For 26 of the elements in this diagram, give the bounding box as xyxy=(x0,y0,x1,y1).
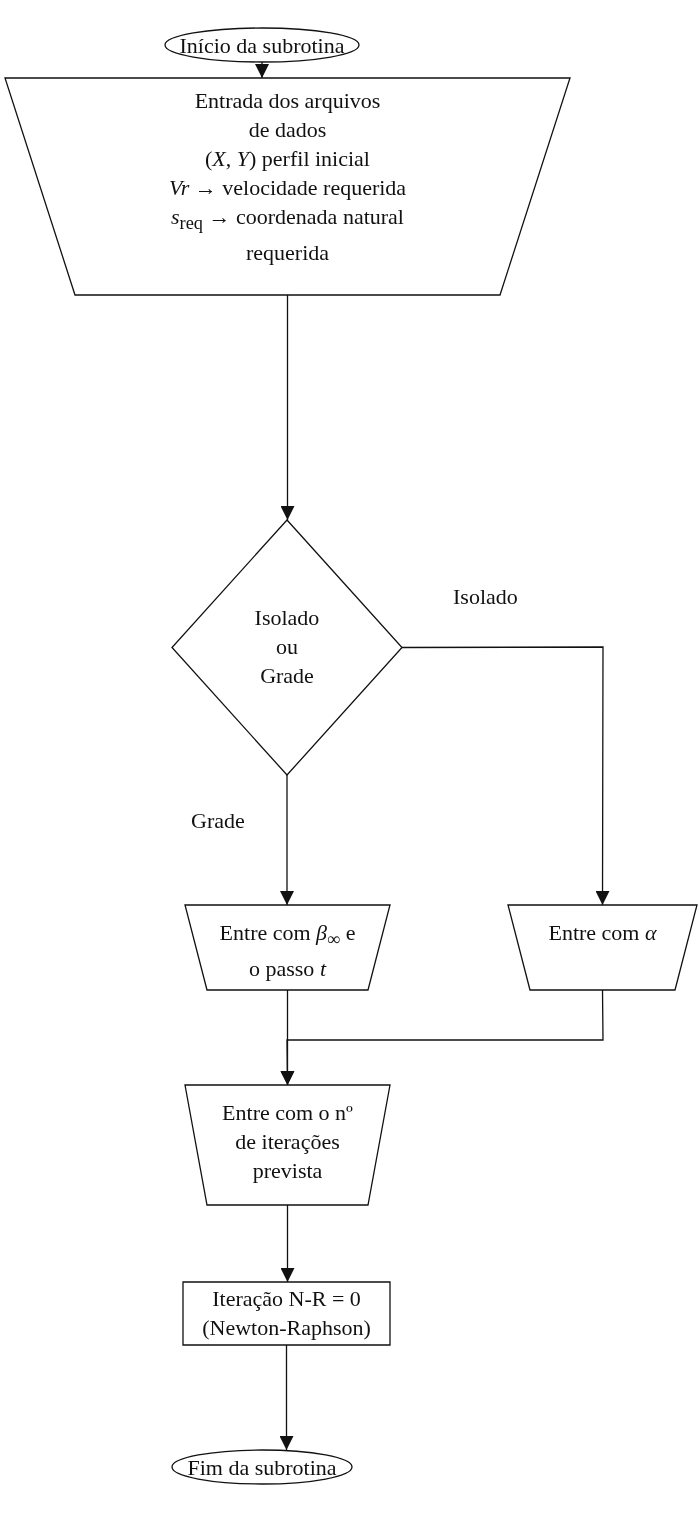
input-trapezoid xyxy=(185,1085,390,1205)
arrow xyxy=(280,989,604,1086)
node-text: Entre com β$_{∞}$ e o passo t xyxy=(218,919,357,984)
input-trapezoid xyxy=(185,905,390,990)
arrow xyxy=(280,774,294,906)
node-text: Entre com o nº de iterações prevista xyxy=(221,1099,354,1185)
arrow xyxy=(280,1204,295,1283)
node-text: Iteração N-R = 0 (Newton-Raphson) xyxy=(201,1285,372,1342)
terminator-ellipse xyxy=(165,28,359,62)
node-text: Entrada dos arquivos de dados xyxy=(193,87,382,144)
terminator-ellipse xyxy=(172,1450,352,1484)
input-trapezoid xyxy=(5,78,570,295)
arrow xyxy=(401,646,610,906)
input-trapezoid xyxy=(508,905,697,990)
node-text: Início da subrotina xyxy=(178,31,346,60)
arrow xyxy=(279,1344,294,1451)
node-text: (X, Y) perfil inicial xyxy=(204,145,371,173)
node-text: Vr → velocidade requerida xyxy=(167,174,408,202)
arrow xyxy=(255,61,269,79)
node-text: Fim da subrotina xyxy=(186,1453,338,1482)
node-text: Entre com α xyxy=(547,919,658,947)
process-box xyxy=(183,1282,390,1345)
node-text: s$_{req}$ → coordenada natural requerida xyxy=(170,203,405,268)
arrow xyxy=(280,294,295,521)
decision-diamond xyxy=(172,520,402,775)
node-text: Isolado ou Grade xyxy=(253,604,321,690)
